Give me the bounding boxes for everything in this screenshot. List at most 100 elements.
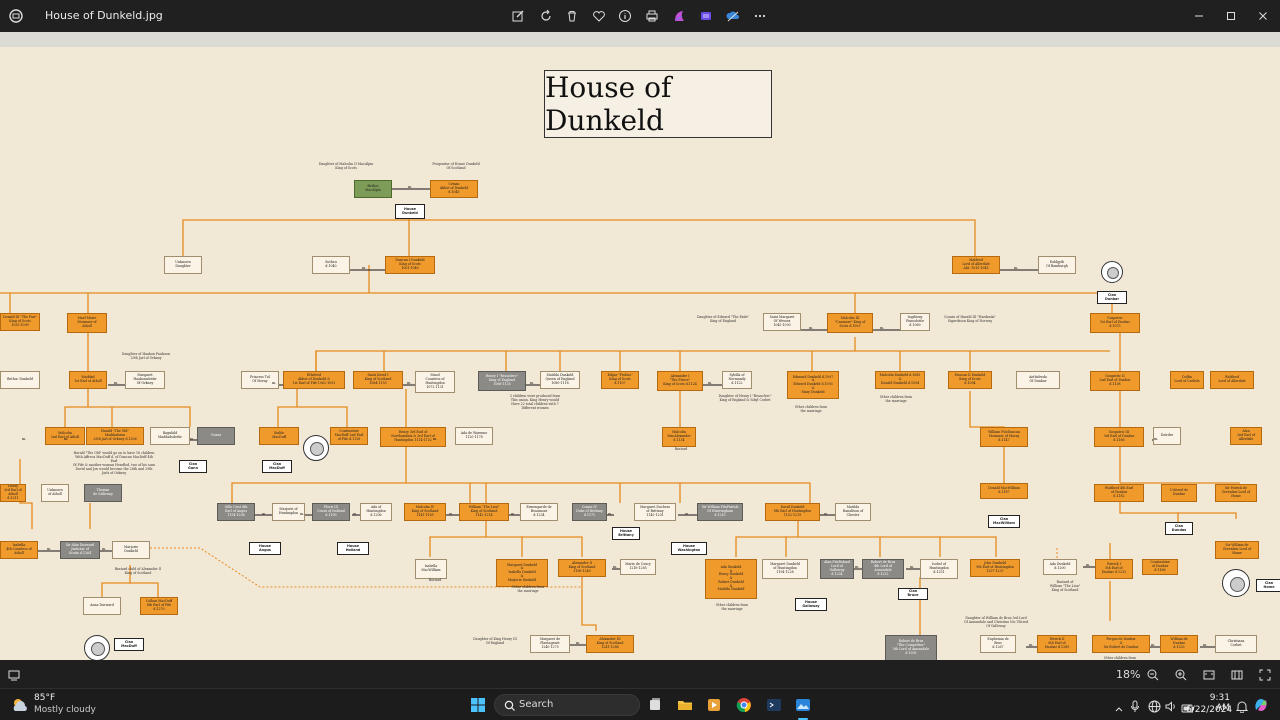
edit-image-icon[interactable]: [509, 7, 527, 25]
notification-bell-icon[interactable]: [1235, 698, 1249, 717]
person-box: Robert de Brus "The Competitor" 5th Lord…: [885, 635, 937, 660]
windows-taskbar: 85°F Mostly cloudy Search 9:31 AM 6/22/2…: [0, 688, 1280, 720]
terminal-app-icon[interactable]: [764, 695, 784, 715]
print-icon[interactable]: [643, 7, 661, 25]
network-globe-icon[interactable]: [1148, 698, 1161, 717]
person-box: Malcolm 2nd Earl of Atholl: [45, 427, 85, 445]
person-box: Colban MacDuff 8th Earl of Fife d.1270: [140, 597, 178, 615]
taskbar-search-box[interactable]: Search: [494, 694, 640, 716]
house-label: House Holland: [337, 542, 369, 555]
person-box: Malcolm IV King of Scotland 1141-1165: [404, 503, 446, 521]
microphone-icon[interactable]: [1130, 698, 1140, 717]
house-label: House Washington: [671, 542, 707, 555]
zoom-out-icon[interactable]: [1146, 667, 1160, 686]
photos-taskbar-icon[interactable]: [793, 695, 813, 715]
house-label: Clan Bruce: [898, 588, 928, 600]
house-label: Clan Home: [1256, 579, 1280, 592]
file-explorer-icon[interactable]: [675, 695, 695, 715]
person-box: Margaret Duchess of Brittany 1145-1201: [634, 503, 676, 521]
annotation-note: Other children from the marriage: [879, 395, 913, 403]
marriage-mark: m.: [824, 512, 829, 516]
annotation-note: Bastard: [674, 447, 688, 451]
onedrive-sync-icon[interactable]: [724, 7, 742, 25]
house-label: House Brittany: [612, 527, 640, 540]
person-box: Malcolm III "Canmore" King of Scots d.10…: [827, 313, 873, 333]
slideshow-icon[interactable]: [1230, 667, 1244, 686]
marriage-mark: m.: [272, 381, 277, 385]
marriage-mark: m.: [362, 266, 367, 270]
marriage-mark: m.: [608, 512, 613, 516]
person-box: Sir William de Greenlaw Lord of Home: [1215, 541, 1259, 559]
battery-icon[interactable]: [1181, 699, 1195, 718]
person-box: Marjorie Dunkeld: [112, 541, 150, 559]
marriage-mark: m.: [809, 326, 814, 330]
maximize-icon[interactable]: [1219, 7, 1243, 25]
marriage-mark: m.: [530, 381, 535, 385]
person-box: Marie de Coucy 1218-1285: [620, 559, 656, 575]
delete-icon[interactable]: [563, 7, 581, 25]
person-box: Sutheu d.1040: [312, 256, 350, 274]
info-icon[interactable]: [616, 7, 634, 25]
title-bar: House of Dunkeld.jpg: [0, 0, 1280, 32]
person-box: Christiana Corbet: [1215, 635, 1257, 653]
close-icon[interactable]: [1251, 7, 1275, 25]
person-box: Matilda Dunkeld Queen of England 1080-11…: [540, 371, 580, 389]
clock-time[interactable]: 9:31 AM: [1209, 693, 1230, 713]
person-box: Uchtred de Dunbar: [1161, 484, 1197, 502]
person-box: Harald "The Old" Maddadsson 25th Jarl of…: [86, 427, 144, 445]
clan-crest-icon: [1101, 261, 1123, 283]
person-box: Gospatric 1st Earl of Dunbar d.1075: [1090, 313, 1140, 333]
person-box: Donald MacWilliam d.1187: [980, 483, 1028, 499]
person-box: Margaret de Plantagenet 1240-1275: [530, 635, 570, 653]
person-box: Constantine MacDuff 2nd Earl of Fife d.1…: [330, 427, 368, 445]
annotation-note: Daughter of William de Brus 3rd Lord Of …: [963, 616, 1029, 628]
media-player-icon[interactable]: [704, 695, 724, 715]
person-box: David Dunkeld 8th Earl of Huntingdon 115…: [765, 503, 820, 521]
annotation-note: Bastard: [428, 578, 442, 582]
annotation-note: Other children from the marriage: [715, 603, 749, 611]
person-box: Ermengarde de Beaumont d.1234: [520, 503, 558, 521]
person-box: Ethelred Abbot of Dunkeld & 1st Earl of …: [283, 371, 345, 389]
full-screen-icon[interactable]: [1258, 667, 1272, 686]
volume-icon[interactable]: [1165, 698, 1178, 717]
annotation-note: Other children from: [1103, 656, 1137, 660]
fit-to-window-icon[interactable]: [1202, 667, 1216, 686]
person-box: Waltheof Lord of Allerdale: [1210, 371, 1254, 389]
zoom-in-icon[interactable]: [1174, 667, 1188, 686]
more-options-icon[interactable]: [751, 7, 769, 25]
show-hidden-icons-chevron-icon[interactable]: [1114, 699, 1124, 718]
person-box: Unknown Daughter: [164, 256, 202, 274]
minimize-icon[interactable]: [1187, 7, 1211, 25]
copilot-icon[interactable]: [1252, 696, 1270, 718]
person-box: Conan IV Duke of Brittany d.1171: [572, 503, 607, 521]
person-box: Maddad 1st Earl of Atholl: [69, 371, 107, 389]
start-windows-icon[interactable]: [468, 695, 488, 715]
clan-crest-icon: [1222, 569, 1250, 597]
task-view-icon[interactable]: [645, 695, 665, 715]
person-box: Patrick I 5th Earl of Dunbar d.1232: [1095, 559, 1133, 579]
rotate-icon[interactable]: [537, 7, 555, 25]
person-box: Alexander III King of Scotland 1241-1286: [586, 635, 634, 653]
marriage-mark: m.: [1014, 266, 1019, 270]
person-box: Alexander I "The Fierce" King of Scots d…: [657, 371, 703, 391]
weather-description: Mostly cloudy: [34, 705, 96, 715]
chrome-icon[interactable]: [734, 695, 754, 715]
person-box: Deirdre: [1153, 427, 1181, 445]
annotation-note: Daughter of Malcolm II MacAlpin King of …: [318, 162, 374, 170]
person-box: William de Dunbar d.1253: [1160, 635, 1198, 653]
person-box: William FitzDuncan Mormaer of Moray d.11…: [980, 427, 1028, 447]
person-box: Robert de Brus 4th Lord of Annandale d.1…: [862, 559, 904, 579]
filmstrip-toggle-icon[interactable]: [7, 667, 21, 686]
marriage-mark: m.: [433, 437, 438, 441]
designer-app-icon[interactable]: [670, 7, 688, 25]
person-box: Henry I "Beauclerc" King of England 1068…: [478, 371, 526, 391]
clipchamp-app-icon[interactable]: [697, 7, 715, 25]
favorite-heart-icon[interactable]: [590, 7, 608, 25]
person-box: Anna Durward: [83, 597, 121, 615]
marriage-mark: m.: [408, 185, 413, 189]
clock-date[interactable]: 6/22/2024: [1186, 705, 1233, 715]
weather-cloud-icon[interactable]: [10, 697, 30, 717]
person-box: Duncan II Dunkeld King of Scots d.1094: [948, 371, 992, 389]
viewer-status-bar: 18%: [0, 660, 1280, 688]
